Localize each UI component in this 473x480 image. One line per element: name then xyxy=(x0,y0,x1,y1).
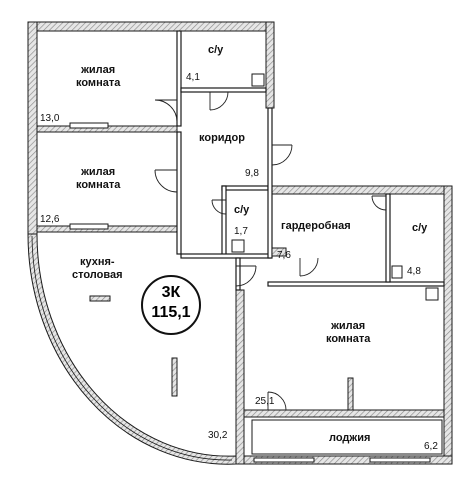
radiator-kitchen-2 xyxy=(171,357,178,397)
vent-bath2 xyxy=(231,239,245,253)
interior-walls xyxy=(176,30,445,291)
wall-top xyxy=(27,21,273,32)
room-corridor-name: коридор xyxy=(199,132,245,144)
room-kitchen-area: 30,2 xyxy=(208,430,228,441)
radiator-living3 xyxy=(347,377,354,411)
door-loggia xyxy=(267,391,287,411)
wall-bath2-top xyxy=(221,185,269,191)
wall-loggia-top xyxy=(243,409,445,418)
window-loggia-left xyxy=(253,457,315,463)
window-loggia-right xyxy=(369,457,431,463)
windows xyxy=(69,122,431,463)
room-living-2-name: жилая комната xyxy=(76,166,121,191)
wall-living3-left xyxy=(235,289,245,465)
wall-bath2-left xyxy=(221,185,227,257)
wall-wardrobe-bottom xyxy=(267,281,445,287)
door-wardrobe xyxy=(299,257,319,277)
door-bath1 xyxy=(209,91,229,111)
door-living1 xyxy=(154,99,178,123)
room-bath-1-area: 4,1 xyxy=(186,72,200,83)
room-living-1-name: жилая комната xyxy=(76,64,121,89)
vent-bath3-inner xyxy=(391,265,403,279)
curved-window xyxy=(31,235,233,461)
room-bath-1-name: с/у xyxy=(208,44,224,56)
door-living2 xyxy=(154,169,178,193)
room-bath-3-area: 4,8 xyxy=(407,266,421,277)
wall-right xyxy=(443,185,453,465)
room-loggia-name: лоджия xyxy=(329,432,371,444)
room-living-2-area: 12,6 xyxy=(40,214,60,225)
wall-bath2-bottom xyxy=(180,253,272,259)
loggia-frame xyxy=(251,419,443,455)
room-bath-2-area: 1,7 xyxy=(234,226,248,237)
wall-right-upper xyxy=(265,21,275,109)
wall-bath3-left xyxy=(385,193,391,283)
room-corridor-area: 9,8 xyxy=(245,168,259,179)
window-living1 xyxy=(69,122,109,129)
curved-facade-wall xyxy=(27,233,237,465)
room-bath-3-name: с/у xyxy=(412,222,428,234)
wall-left xyxy=(27,21,38,235)
wall-kitchen-right xyxy=(235,257,241,291)
doors xyxy=(154,91,387,411)
apartment-badge-circle xyxy=(141,275,201,335)
room-living-3-name: жилая комната xyxy=(326,320,371,345)
room-living-3-area: 25,1 xyxy=(255,396,275,407)
vent-bath3 xyxy=(425,287,439,301)
wall-bath1-bottom xyxy=(180,87,267,93)
apartment-badge: 3К 115,1 xyxy=(141,275,201,335)
apartment-total-area: 115,1 xyxy=(151,304,191,321)
fixtures xyxy=(89,73,439,411)
room-kitchen-name: кухня- столовая xyxy=(72,256,123,281)
radiator-kitchen xyxy=(89,295,111,302)
wardrobe-shelf xyxy=(271,247,287,257)
wall-corridor-left xyxy=(176,131,182,255)
wall-bath1-left xyxy=(176,30,182,127)
wall-top-right xyxy=(267,185,453,195)
window-living2 xyxy=(69,223,109,230)
room-loggia-area: 6,2 xyxy=(424,441,438,452)
room-living-1-area: 13,0 xyxy=(40,113,60,124)
door-bath3 xyxy=(371,195,387,211)
room-wardrobe-area: 7,6 xyxy=(277,250,291,261)
door-kitchen xyxy=(235,265,257,287)
door-bath2 xyxy=(211,199,227,215)
wall-corridor-right xyxy=(267,107,273,259)
room-wardrobe-name: гардеробная xyxy=(281,220,351,232)
door-entry xyxy=(271,144,293,166)
room-bath-2-name: с/у xyxy=(234,204,250,216)
apartment-type: 3К xyxy=(161,284,181,301)
vent-bath1 xyxy=(251,73,265,87)
